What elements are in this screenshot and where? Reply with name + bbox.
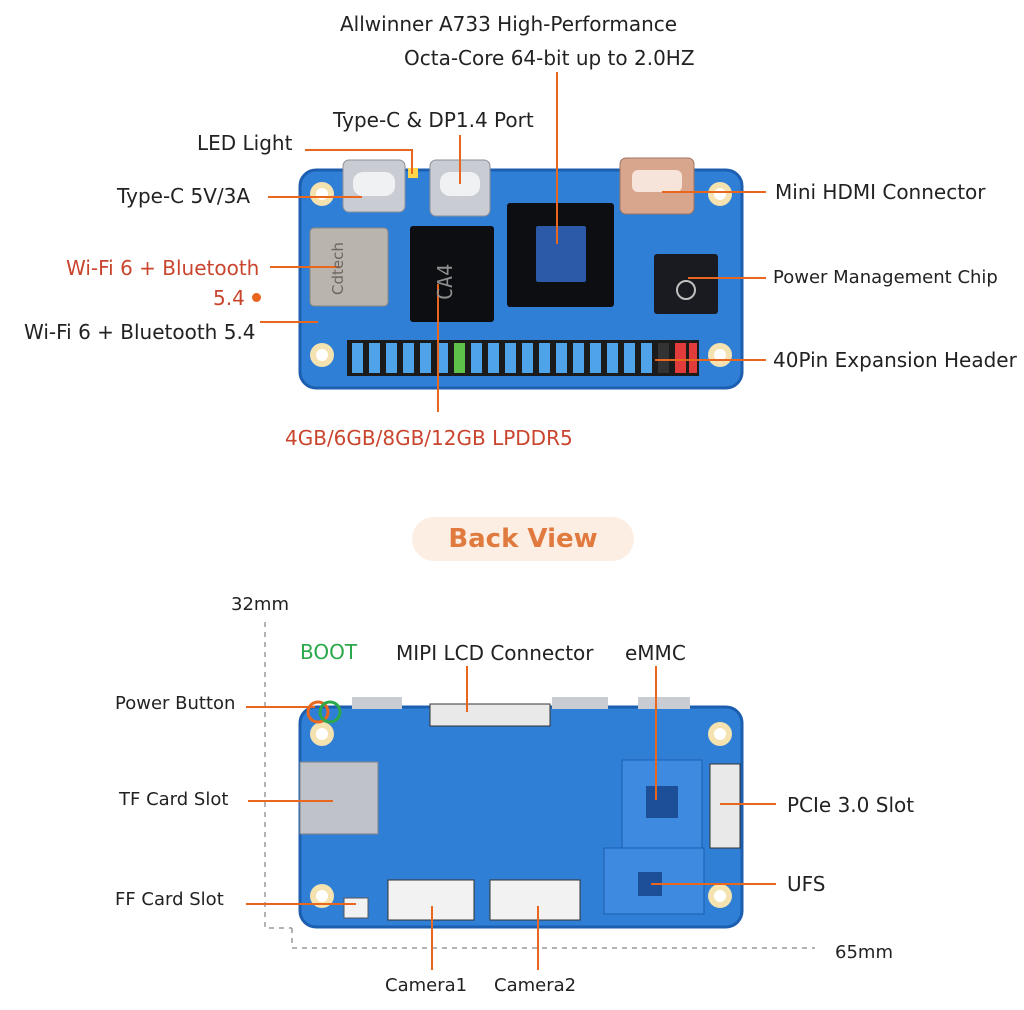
leader-lines (246, 72, 776, 970)
wifi-red-label-line2: 5.4 (213, 286, 245, 310)
board-front (298, 157, 744, 390)
wifi-label: Wi-Fi 6 + Bluetooth 5.4 (24, 320, 256, 344)
board-back (298, 697, 744, 929)
mipi-label: MIPI LCD Connector (396, 641, 594, 665)
camera1-label: Camera1 (385, 975, 468, 996)
header-label: 40Pin Expansion Header (773, 348, 1017, 372)
dimension-lines (264, 622, 815, 949)
typec-power-label: Type-C 5V/3A (117, 184, 251, 208)
hdmi-label: Mini HDMI Connector (775, 180, 986, 204)
wifi-red-label-line1: Wi-Fi 6 + Bluetooth (66, 256, 260, 280)
power-button-label: Power Button (115, 693, 236, 714)
pmic-label: Power Management Chip (773, 267, 998, 288)
back-view-heading: Back View (412, 517, 634, 561)
tf-slot-label: TF Card Slot (119, 789, 229, 810)
boot-label: BOOT (300, 640, 358, 664)
emmc-label: eMMC (625, 641, 686, 665)
bullet-dot-icon (252, 293, 261, 302)
length-dimension: 65mm (835, 942, 893, 963)
pcie-label: PCIe 3.0 Slot (787, 793, 915, 817)
typec-dp-label: Type-C & DP1.4 Port (333, 108, 534, 132)
wifi-chip-mark: Cdtech (329, 242, 347, 295)
memory-label: 4GB/6GB/8GB/12GB LPDDR5 (285, 426, 573, 450)
soc-label-line1: Allwinner A733 High-Performance (340, 12, 678, 36)
led-label: LED Light (197, 131, 293, 155)
width-dimension: 32mm (231, 594, 289, 615)
ff-slot-label: FF Card Slot (115, 889, 224, 910)
soc-label-line2: Octa-Core 64-bit up to 2.0HZ (404, 46, 695, 70)
camera2-label: Camera2 (494, 975, 577, 996)
ram-chip-mark: CA4 (433, 264, 457, 300)
ufs-label: UFS (787, 872, 826, 896)
